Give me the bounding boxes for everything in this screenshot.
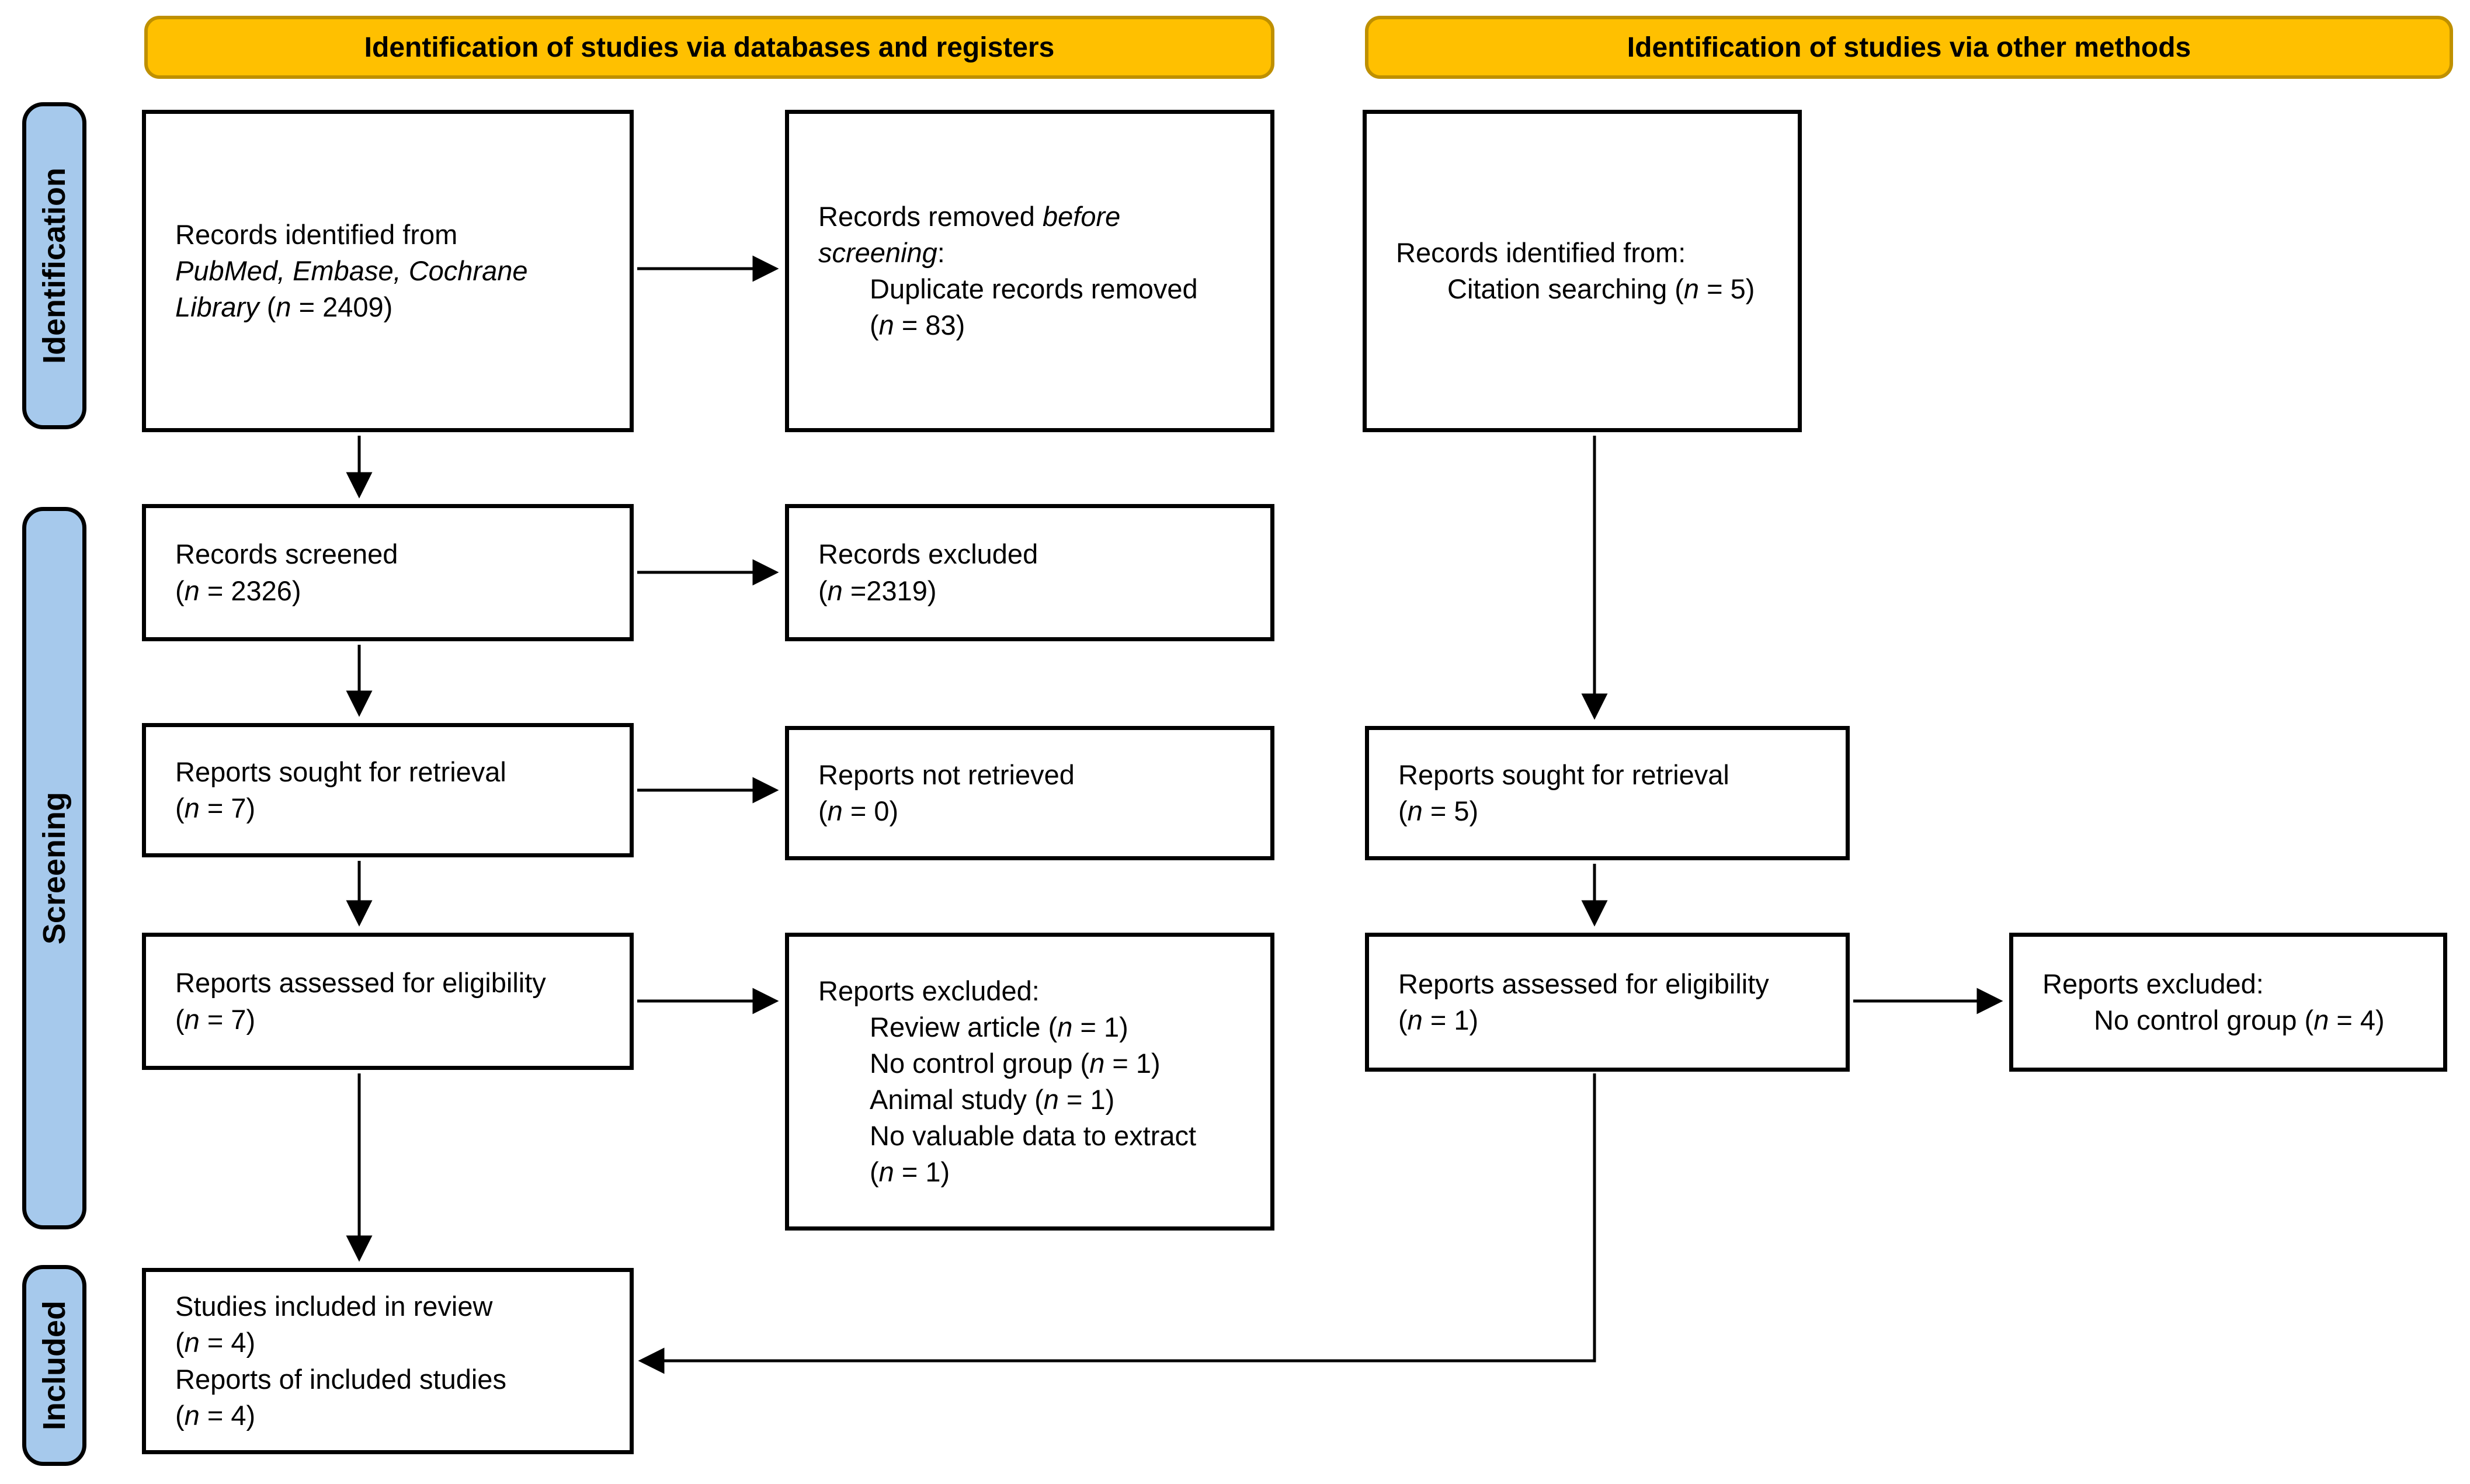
box-text-line: Reports of included studies <box>175 1363 506 1395</box>
box-text-line: Reports sought for retrieval <box>175 756 506 787</box>
box-text-line: Records identified from: <box>1396 237 1686 268</box>
box-records-screened: Records screened (n = 2326) <box>142 504 634 641</box>
box-text-line: Records screened <box>175 538 398 570</box>
stage-screening-label: Screening <box>37 791 72 945</box>
box-text-line: (n = 1) <box>1398 1005 1479 1035</box>
box-text-line: Reports assessed for eligibility <box>1398 968 1769 999</box>
box-reports-sought-other: Reports sought for retrieval (n = 5) <box>1365 726 1850 860</box>
box-text-line: Studies included in review <box>175 1291 493 1322</box>
box-text-line: screening: <box>818 237 945 268</box>
box-reports-sought-databases: Reports sought for retrieval (n = 7) <box>142 723 634 857</box>
box-text-line: Citation searching (n = 5) <box>1447 273 1755 304</box>
box-text-line: Reports excluded: <box>2042 968 2264 999</box>
stage-included: Included <box>22 1265 86 1466</box>
box-text-line: Reports assessed for eligibility <box>175 967 546 999</box>
box-text-line: Animal study (n = 1) <box>870 1084 1115 1115</box>
stage-screening: Screening <box>22 507 86 1229</box>
box-text-line: No control group (n = 4) <box>2094 1005 2385 1035</box>
box-text-line: (n = 1) <box>870 1156 950 1188</box>
box-text-line: PubMed, Embase, Cochrane <box>175 255 528 286</box>
box-text-line: Reports excluded: <box>818 975 1040 1006</box>
box-text-line: Records removed before <box>818 200 1121 232</box>
box-reports-excluded-other: Reports excluded: No control group (n = 4… <box>2009 933 2447 1072</box>
box-reports-excluded-databases: Reports excluded: Review article (n = 1) N… <box>785 933 1274 1231</box>
box-reports-assessed-databases: Reports assessed for eligibility (n = 7) <box>142 933 634 1070</box>
box-text-line: Duplicate records removed <box>870 273 1198 304</box>
box-studies-included: Studies included in review (n = 4) Reports… <box>142 1268 634 1454</box>
box-text-line: Review article (n = 1) <box>870 1011 1128 1042</box>
box-text-line: (n = 4) <box>175 1399 256 1431</box>
box-records-removed: Records removed before screening: Duplicat… <box>785 110 1274 432</box>
box-text-line: (n = 7) <box>175 1003 256 1035</box>
box-text-line: No control group (n = 1) <box>870 1047 1161 1079</box>
box-reports-assessed-other: Reports assessed for eligibility (n = 1) <box>1365 933 1850 1072</box>
stage-identification: Identification <box>22 102 86 429</box>
banner-databases-registers: Identification of studies via databases … <box>144 16 1274 79</box>
box-text-line: (n = 5) <box>1398 795 1479 826</box>
box-reports-not-retrieved: Reports not retrieved (n = 0) <box>785 726 1274 860</box>
box-text-line: (n = 7) <box>175 793 256 823</box>
box-text-line: (n = 0) <box>818 795 899 826</box>
box-text-line: Reports sought for retrieval <box>1398 759 1729 790</box>
banner-other-methods: Identification of studies via other meth… <box>1365 16 2453 79</box>
box-text-line: Records excluded <box>818 538 1038 570</box>
box-records-excluded: Records excluded (n =2319) <box>785 504 1274 641</box>
box-text-line: (n =2319) <box>818 575 937 606</box>
box-text-line: (n = 2326) <box>175 575 301 606</box>
box-text-line: No valuable data to extract <box>870 1120 1197 1152</box>
stage-included-label: Included <box>37 1300 72 1430</box>
box-records-identified-other: Records identified from: Citation searchi… <box>1363 110 1802 432</box>
box-text-line: (n = 83) <box>870 310 965 341</box>
box-text-line: (n = 4) <box>175 1327 256 1358</box>
stage-identification-label: Identification <box>37 168 72 364</box>
box-text-line: Records identified from <box>175 218 458 250</box>
box-text-line: Reports not retrieved <box>818 759 1075 790</box>
box-text-line: Library (n = 2409) <box>175 291 393 323</box>
